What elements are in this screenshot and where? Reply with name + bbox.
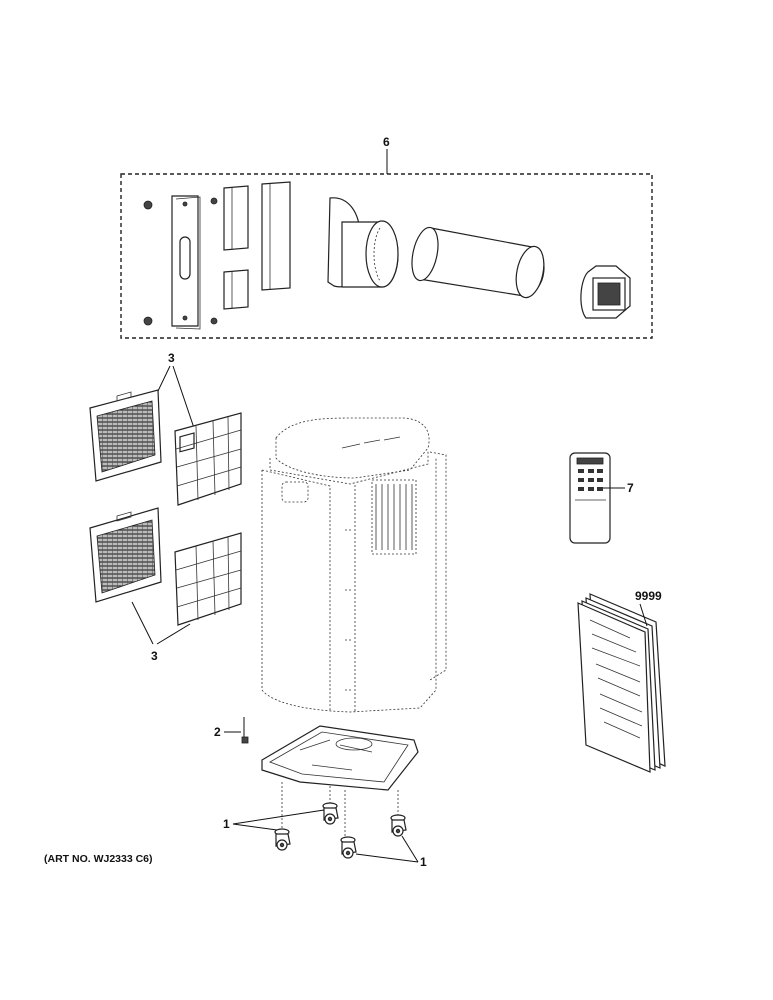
caster-icon [322, 802, 339, 825]
callout-6: 6 [383, 135, 390, 149]
caster-icon [274, 828, 291, 851]
art-number: (ART NO. WJ2333 C6) [44, 853, 153, 865]
leader-line [131, 601, 154, 645]
base-tray [261, 725, 419, 838]
screw-icon [143, 316, 153, 326]
exhaust-adapter [327, 197, 399, 288]
pre-filter-bottom [89, 507, 162, 603]
window-panels [223, 181, 291, 310]
screw-icon [210, 317, 218, 325]
portable-ac-unit [261, 417, 447, 713]
remote-control: 7 [569, 452, 634, 544]
callout-7: 7 [627, 481, 634, 495]
leader-line [157, 365, 171, 392]
leader-line [401, 835, 419, 863]
screw-icon [210, 197, 218, 205]
window-connector [580, 265, 631, 319]
leader-line [355, 853, 419, 863]
window-kit-dashed-outline [120, 173, 653, 339]
callout-3-bottom: 3 [151, 649, 158, 663]
pre-filter-top [89, 389, 162, 482]
leader-line [156, 623, 191, 645]
window-kit-group: 6 [120, 135, 653, 339]
casters-group: 1 1 [223, 802, 427, 869]
callout-9999: 9999 [635, 589, 662, 603]
carbon-filter-top [174, 412, 242, 506]
screw-icon [143, 200, 153, 210]
callout-3-top: 3 [168, 351, 175, 365]
caster-icon [390, 814, 407, 837]
kit-screws [143, 197, 218, 326]
callout-1-right: 1 [420, 855, 427, 869]
drain-plug: 2 [214, 717, 249, 744]
window-bracket [171, 195, 201, 330]
caster-icon [340, 836, 357, 859]
filters-group: 3 3 [89, 351, 242, 663]
owners-manual: 9999 [577, 589, 666, 773]
leader-line [232, 823, 278, 831]
carbon-filter-bottom [174, 532, 242, 626]
leader-line [639, 603, 648, 627]
exhaust-hose [411, 226, 545, 299]
callout-1-left: 1 [223, 817, 230, 831]
leader-line [172, 365, 195, 429]
callout-2: 2 [214, 725, 221, 739]
leader-line [232, 809, 325, 825]
